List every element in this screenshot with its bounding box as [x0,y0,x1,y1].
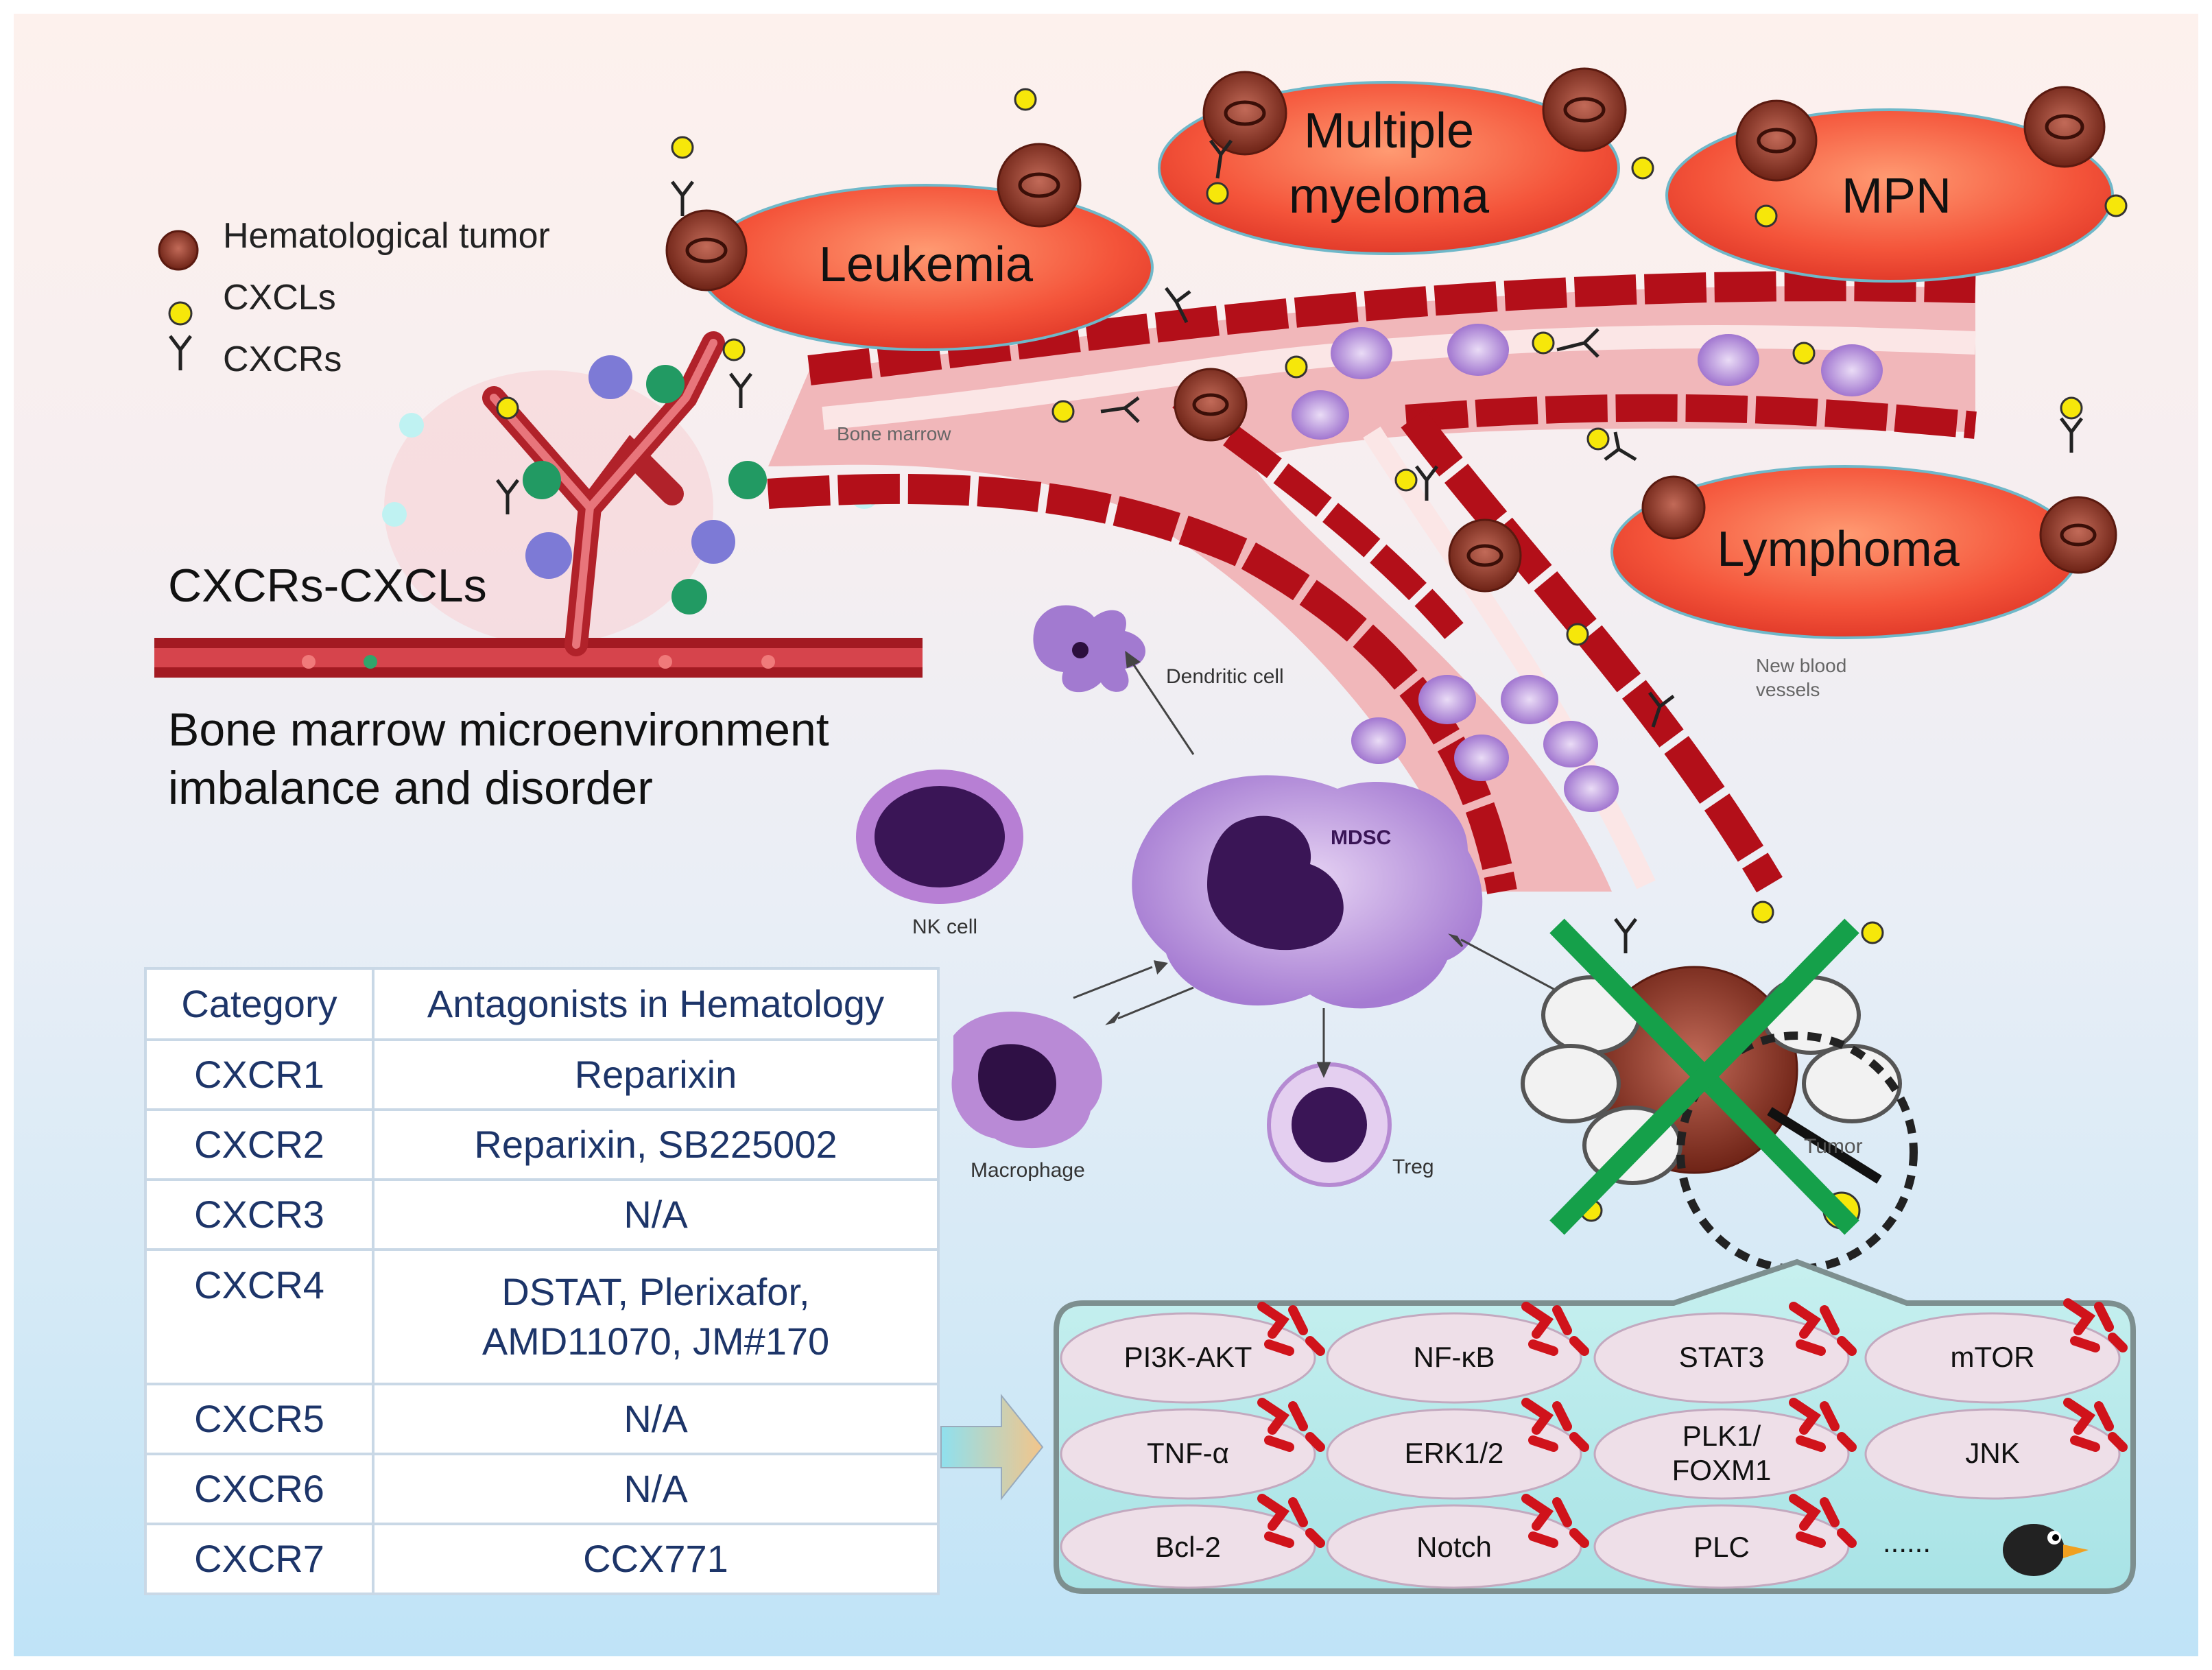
diagram-artwork [154,67,2136,1594]
pathway-label: PI3K-AKT [1123,1341,1252,1373]
myeloma-label-line1: Multiple [1303,104,1475,158]
antagonist-table: Category Antagonists in Hematology CXCR1… [144,967,940,1595]
dendritic-cell-label: Dendritic cell [1166,665,1284,688]
nk-cell-label: NK cell [912,916,978,938]
mpn-label: MPN [1842,169,1951,224]
legend-tumor-label: Hematological tumor [223,216,550,256]
table-row: CXCR4 DSTAT, Plerixafor, AMD11070, JM#17… [144,1248,940,1385]
pathway-label: STAT3 [1678,1341,1765,1373]
table-header-antagonists: Antagonists in Hematology [372,967,940,1041]
immune-cells [856,605,1483,1187]
bone-marrow-tree [154,331,923,678]
table-row: CXCR2 Reparixin, SB225002 [144,1108,940,1181]
mdsc-label: MDSC [1331,826,1392,849]
treg-label: Treg [1392,1156,1434,1178]
new-vessels-label-line1: New blood [1756,655,1847,676]
pathway-label: ERK1/2 [1404,1437,1504,1469]
pathway-label: Notch [1416,1531,1492,1563]
table-cell-category: CXCR4 [144,1248,374,1385]
table-cell-category: CXCR6 [144,1453,374,1525]
caption-line2: imbalance and disorder [168,762,653,814]
pathway-label: PLC [1693,1531,1750,1563]
table-header-category: Category [144,967,374,1041]
table-cell-antagonist: N/A [372,1178,940,1251]
bone-marrow-label: Bone marrow [837,423,951,444]
lymphoma-label: Lymphoma [1717,522,1960,577]
tumor-label: Tumor [1804,1135,1863,1158]
table-header-row: Category Antagonists in Hematology [144,967,940,1041]
macrophage-label: Macrophage [971,1159,1085,1182]
tumor-site [1521,918,1918,1273]
table-row: CXCR3 N/A [144,1178,940,1251]
interaction-arrows [1073,650,1565,1078]
table-cell-antagonist: CCX771 [372,1523,940,1595]
table-cell-antagonist: N/A [372,1383,940,1455]
circulating-cells [1292,324,1883,812]
cxcr-receptors [169,139,2083,953]
pathway-label: Bcl-2 [1155,1531,1221,1563]
table-row: CXCR5 N/A [144,1383,940,1455]
table-cell-antagonist: Reparixin, SB225002 [372,1108,940,1181]
table-cell-antagonist-line2: AMD11070, JM#170 [481,1320,830,1363]
pathway-ellipses [1060,1312,2121,1589]
pathway-label: mTOR [1950,1341,2035,1373]
caption-line1: Bone marrow microenvironment [168,704,829,756]
pathway-box [1054,1259,2136,1594]
legend-cxcl-label: CXCLs [223,278,336,318]
pathway-label: FOXM1 [1672,1454,1772,1486]
diagram-stage: Hematological tumor CXCLs CXCRs Leukemia… [14,14,2198,1656]
legend-cxcr-label: CXCRs [223,339,342,379]
new-vessels-label-line2: vessels [1756,679,1820,700]
pathway-label: TNF-α [1147,1437,1229,1469]
myeloma-label-line2: myeloma [1288,169,1490,224]
table-cell-category: CXCR2 [144,1108,374,1181]
tumor-nuclei [685,97,2097,567]
table-row: CXCR1 Reparixin [144,1038,940,1111]
table-cell-antagonist-line1: DSTAT, Plerixafor, [501,1270,810,1313]
pathway-label: JNK [1965,1437,2020,1469]
pathway-label: PLK1/ [1682,1420,1761,1452]
pathway-ellipsis: ...... [1882,1526,1931,1558]
table-row: CXCR6 N/A [144,1453,940,1525]
inhibition-marks [1257,1298,2128,1548]
table-row: CXCR7 CCX771 [144,1523,940,1595]
pathway-arrow [940,1394,1044,1501]
pathway-label: NF-κB [1413,1341,1495,1373]
cxcrs-cxcls-label: CXCRs-CXCLs [168,560,487,612]
table-cell-category: CXCR3 [144,1178,374,1251]
bird-icon [2003,1524,2089,1576]
table-cell-category: CXCR5 [144,1383,374,1455]
table-cell-antagonist: Reparixin [372,1038,940,1111]
table-cell-category: CXCR1 [144,1038,374,1111]
table-cell-antagonist: DSTAT, Plerixafor, AMD11070, JM#170 [372,1248,940,1385]
table-cell-antagonist: N/A [372,1453,940,1525]
leukemia-label: Leukemia [818,237,1034,292]
table-cell-category: CXCR7 [144,1523,374,1595]
